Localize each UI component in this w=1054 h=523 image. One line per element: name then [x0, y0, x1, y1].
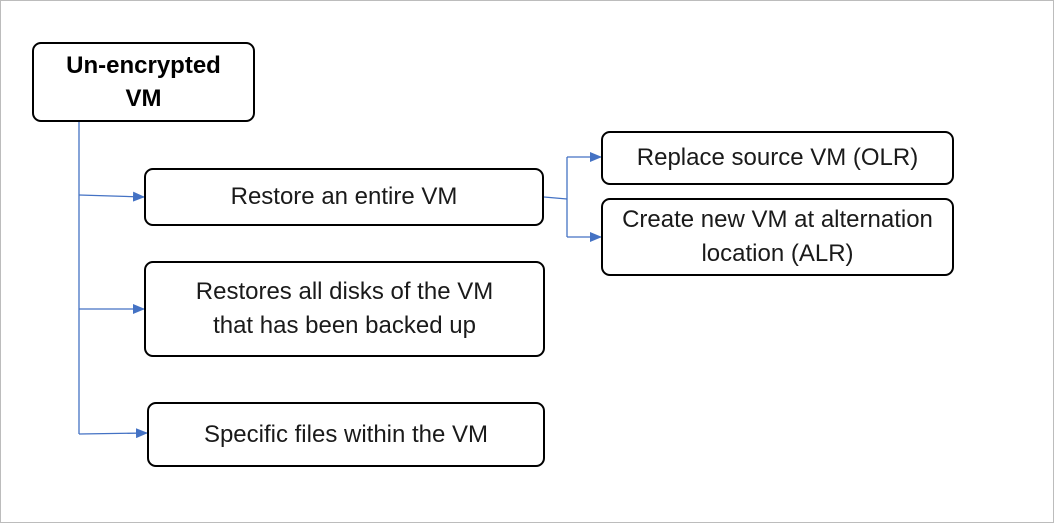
- node-create-new-vm-label: Create new VM at alternation location (A…: [622, 206, 933, 267]
- node-replace-source-vm: Replace source VM (OLR): [601, 131, 954, 185]
- node-unencrypted-vm-label: Un-encrypted VM: [66, 52, 221, 112]
- node-restore-entire-vm-label: Restore an entire VM: [230, 183, 458, 210]
- node-specific-files-label: Specific files within the VM: [203, 420, 489, 448]
- node-specific-files: Specific files within the VM: [147, 402, 545, 467]
- node-create-new-vm: Create new VM at alternation location (A…: [601, 198, 954, 276]
- node-replace-source-vm-label: Replace source VM (OLR): [636, 144, 919, 171]
- edge-root-to-specific-files: [78, 428, 148, 439]
- node-restore-all-disks: Restores all disks of the VM that has be…: [144, 261, 545, 357]
- node-restore-all-disks-label: Restores all disks of the VM that has be…: [195, 278, 494, 339]
- edge-entire-vm-stub: [543, 196, 568, 200]
- edge-root-to-entire-vm: [78, 191, 145, 202]
- node-restore-entire-vm: Restore an entire VM: [144, 168, 544, 226]
- node-unencrypted-vm: Un-encrypted VM: [32, 42, 255, 122]
